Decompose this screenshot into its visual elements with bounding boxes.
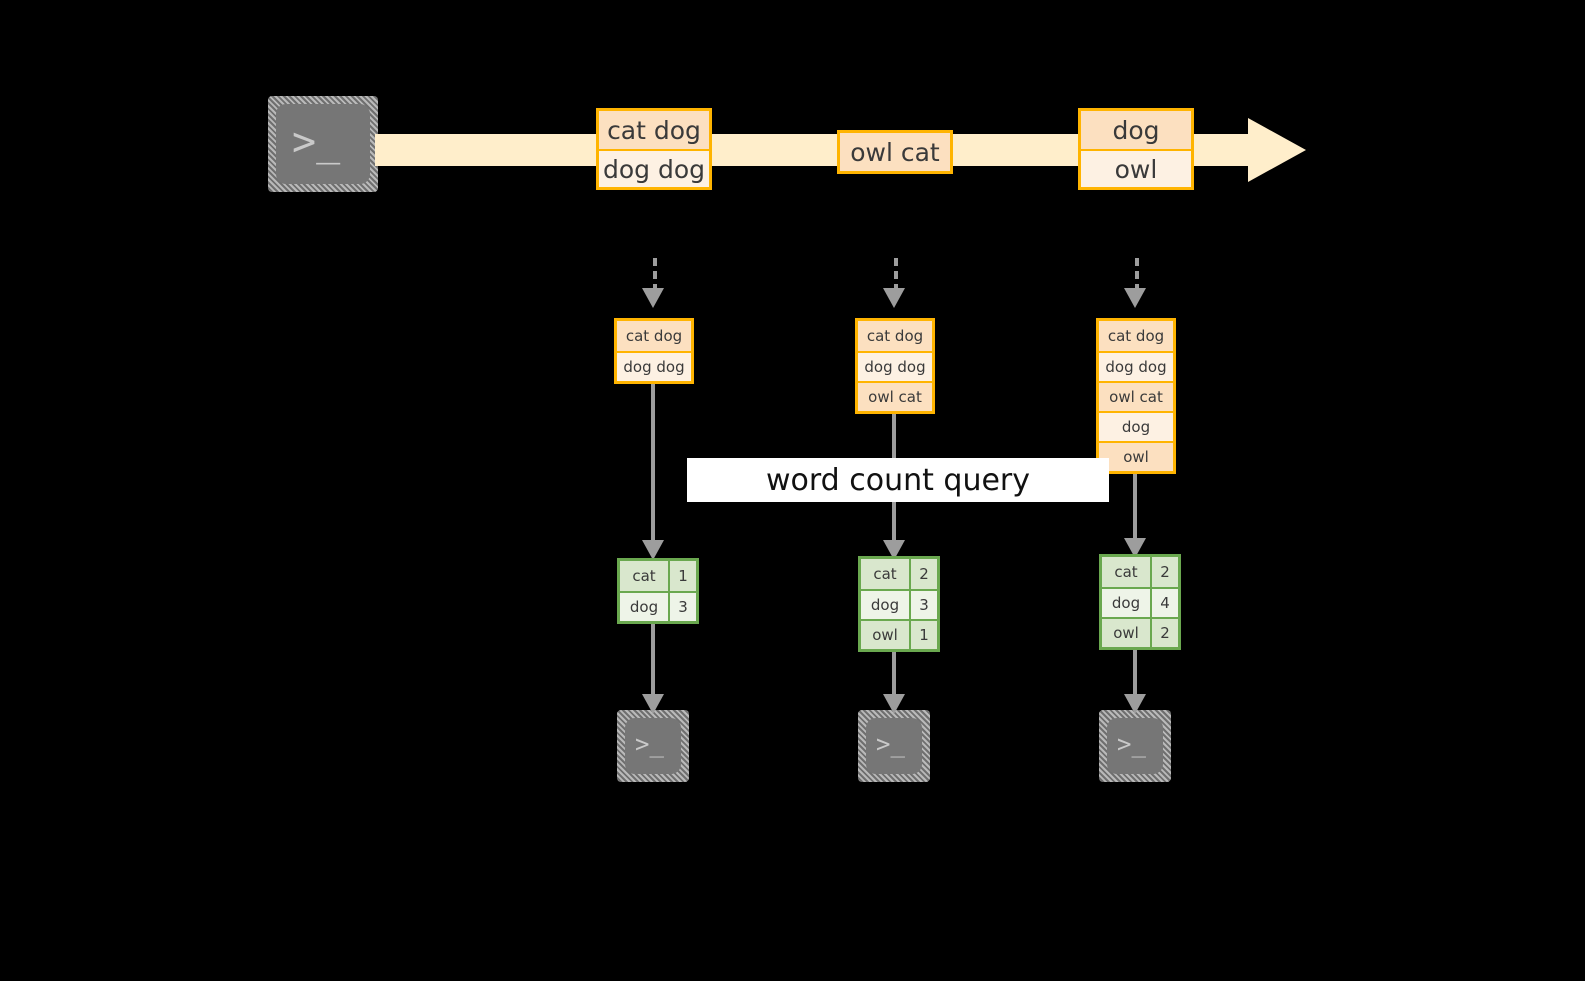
query-flow-line-1 <box>651 382 655 552</box>
terminal-screen: >_ <box>625 718 681 774</box>
source-terminal-icon: >_ <box>268 96 378 192</box>
snapshot-trigger-arrow-3 <box>1124 288 1146 308</box>
snapshot-record: cat dog <box>858 321 932 351</box>
result-word: owl <box>1102 619 1150 647</box>
snapshot-record: owl cat <box>1099 381 1173 411</box>
snapshot-2[interactable]: cat dog dog dog owl cat <box>855 318 935 414</box>
stream-record: cat dog <box>599 111 709 149</box>
snapshot-trigger-arrow-2 <box>883 288 905 308</box>
snapshot-record: owl cat <box>858 381 932 411</box>
query-flow-arrow-2 <box>883 540 905 560</box>
result-count: 1 <box>668 561 696 591</box>
stream-group-2[interactable]: owl cat <box>837 130 953 174</box>
sink-1: >_ <box>617 710 689 782</box>
result-count: 2 <box>1150 557 1178 587</box>
stream-record: dog dog <box>599 149 709 187</box>
result-row: owl 1 <box>861 619 937 649</box>
snapshot-record: dog dog <box>617 351 691 381</box>
snapshot-trigger-line-3 <box>1135 258 1139 292</box>
result-count: 3 <box>909 591 937 619</box>
result-row: dog 3 <box>620 591 696 621</box>
snapshot-trigger-arrow-1 <box>642 288 664 308</box>
sink-flow-arrow-2 <box>883 694 905 714</box>
sink-flow-arrow-1 <box>642 694 664 714</box>
result-row: owl 2 <box>1102 617 1178 647</box>
snapshot-record: dog dog <box>1099 351 1173 381</box>
query-flow-arrow-3 <box>1124 538 1146 558</box>
stream-group-3[interactable]: dog owl <box>1078 108 1194 190</box>
result-count: 1 <box>909 621 937 649</box>
sink-flow-line-1 <box>651 620 655 706</box>
snapshot-record: dog dog <box>858 351 932 381</box>
result-row: cat 1 <box>620 561 696 591</box>
result-word: dog <box>620 593 668 621</box>
prompt-glyph: >_ <box>1117 730 1146 758</box>
query-flow-arrow-1 <box>642 540 664 560</box>
snapshot-record: owl <box>1099 441 1173 471</box>
result-3[interactable]: cat 2 dog 4 owl 2 <box>1099 554 1181 650</box>
result-2[interactable]: cat 2 dog 3 owl 1 <box>858 556 940 652</box>
result-row: cat 2 <box>861 559 937 589</box>
snapshot-3[interactable]: cat dog dog dog owl cat dog owl <box>1096 318 1176 474</box>
query-flow-line-3 <box>1133 472 1137 552</box>
stream-record: dog <box>1081 111 1191 149</box>
result-row: dog 3 <box>861 589 937 619</box>
snapshot-trigger-line-2 <box>894 258 898 292</box>
result-count: 2 <box>909 559 937 589</box>
snapshot-trigger-line-1 <box>653 258 657 292</box>
stream-arrowhead-icon <box>1248 118 1306 182</box>
prompt-glyph: >_ <box>635 730 664 758</box>
snapshot-record: dog <box>1099 411 1173 441</box>
sink-flow-line-2 <box>892 650 896 706</box>
result-count: 4 <box>1150 589 1178 617</box>
sink-3: >_ <box>1099 710 1171 782</box>
result-word: owl <box>861 621 909 649</box>
result-word: dog <box>1102 589 1150 617</box>
snapshot-1[interactable]: cat dog dog dog <box>614 318 694 384</box>
result-1[interactable]: cat 1 dog 3 <box>617 558 699 624</box>
prompt-glyph: >_ <box>876 730 905 758</box>
prompt-glyph: >_ <box>292 119 341 165</box>
stream-record: owl <box>1081 149 1191 187</box>
sink-flow-line-3 <box>1133 648 1137 706</box>
terminal-screen: >_ <box>276 104 370 184</box>
result-row: dog 4 <box>1102 587 1178 617</box>
query-banner: word count query <box>687 458 1109 502</box>
stream-record: owl cat <box>840 133 950 171</box>
result-count: 2 <box>1150 619 1178 647</box>
query-banner-label: word count query <box>765 462 1031 498</box>
result-row: cat 2 <box>1102 557 1178 587</box>
result-word: dog <box>861 591 909 619</box>
sink-flow-arrow-3 <box>1124 694 1146 714</box>
result-word: cat <box>861 559 909 589</box>
terminal-screen: >_ <box>1107 718 1163 774</box>
snapshot-record: cat dog <box>1099 321 1173 351</box>
snapshot-record: cat dog <box>617 321 691 351</box>
sink-2: >_ <box>858 710 930 782</box>
result-word: cat <box>620 561 668 591</box>
stream-group-1[interactable]: cat dog dog dog <box>596 108 712 190</box>
result-word: cat <box>1102 557 1150 587</box>
terminal-screen: >_ <box>866 718 922 774</box>
result-count: 3 <box>668 593 696 621</box>
